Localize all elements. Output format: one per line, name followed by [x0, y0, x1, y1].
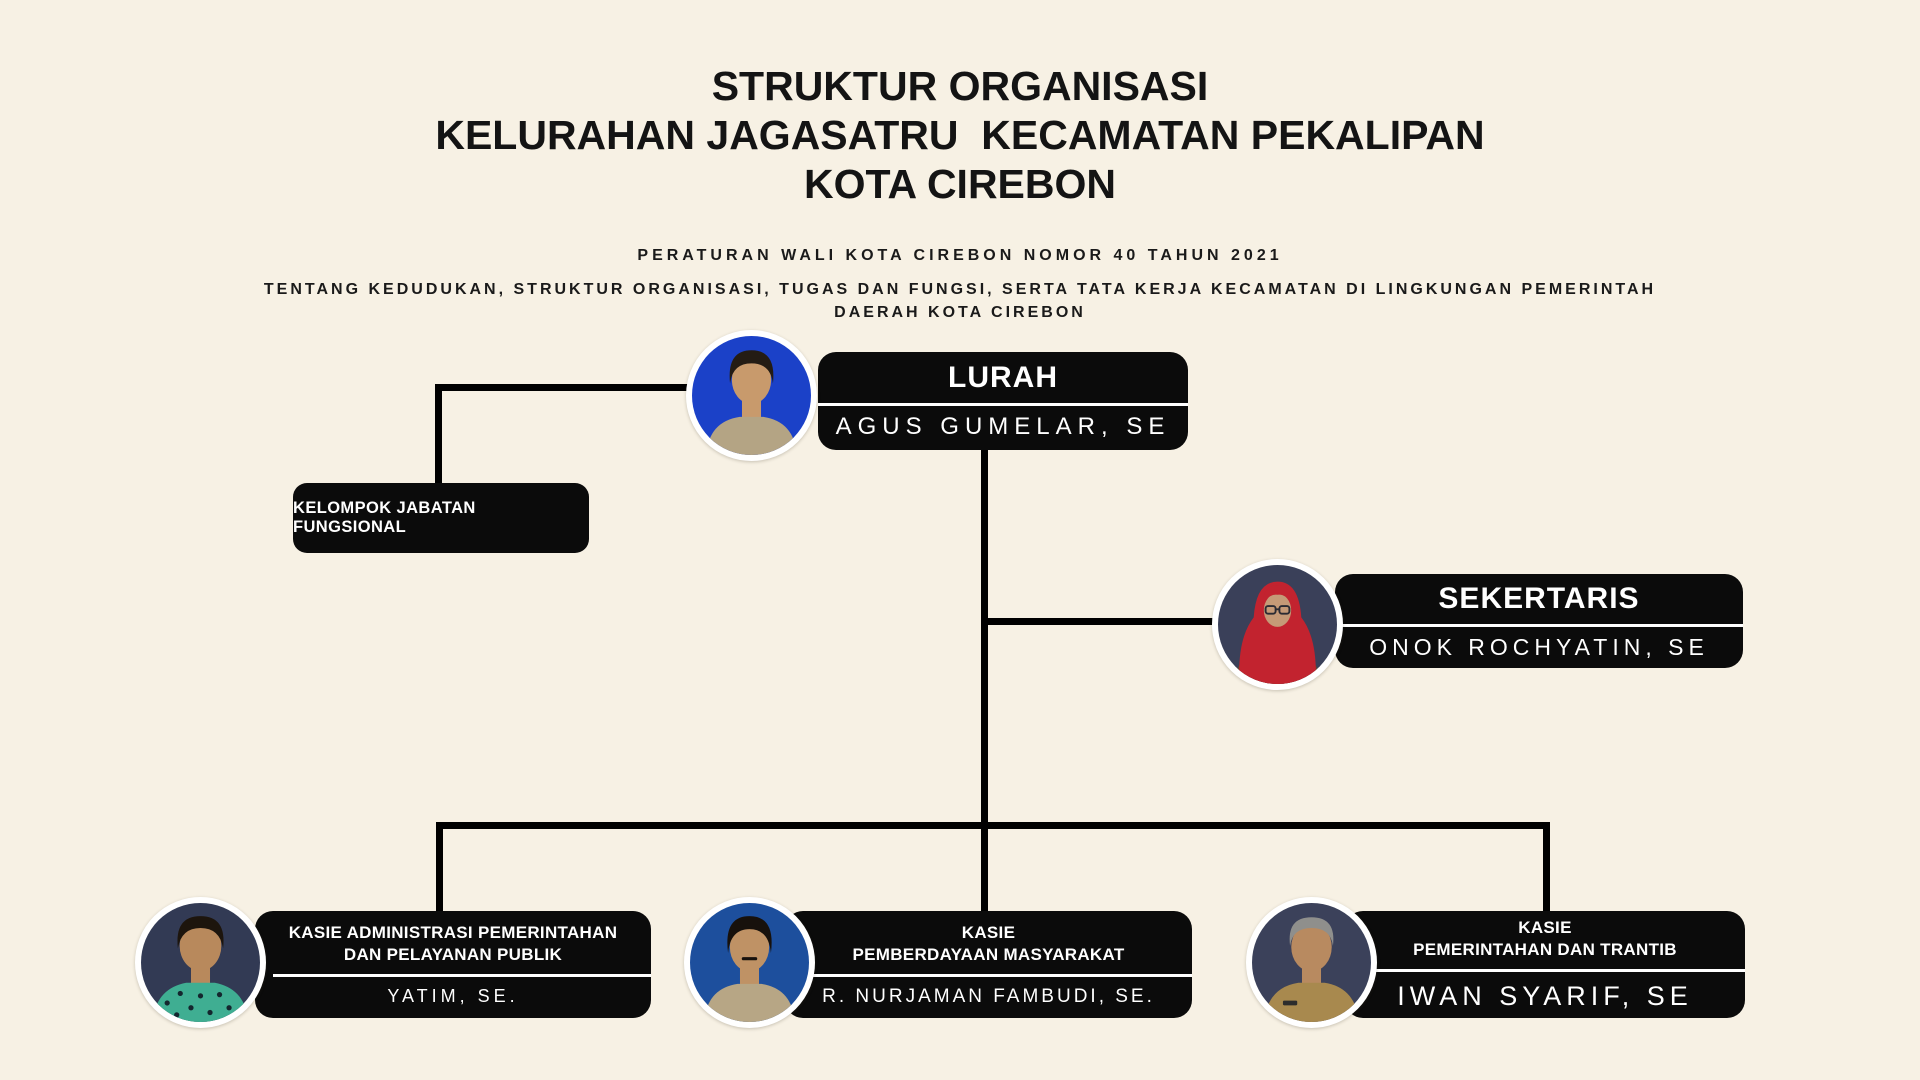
sekertaris-name: ONOK ROCHYATIN, SE [1369, 633, 1709, 660]
kasie-pm-avatar [684, 897, 815, 1028]
sekertaris-title: SEKERTARIS [1438, 581, 1640, 615]
kasie-admin-name: YATIM, SE. [387, 986, 519, 1006]
kasie-trantib-title-line1: KASIE [1518, 918, 1572, 937]
kasie-trantib-divider [1363, 969, 1745, 972]
kasie-admin-divider [273, 974, 651, 977]
person-batik-avatar-icon [141, 903, 260, 1022]
kasie-trantib-title-line2: PEMERINTAHAN DAN TRANTIB [1413, 940, 1677, 959]
kasie-pm-panel: KASIE PEMBERDAYAAN MASYARAKAT R. NURJAMA… [785, 911, 1192, 1018]
kasie-admin-panel: KASIE ADMINISTRASI PEMERINTAHAN DAN PELA… [255, 911, 651, 1018]
connector-main-trunk-vertical [981, 444, 988, 918]
lurah-divider [818, 403, 1188, 406]
kasie-trantib-avatar [1246, 897, 1377, 1028]
sekertaris-divider [1335, 623, 1743, 627]
kasie-pm-title-line1: KASIE [961, 922, 1016, 942]
kelompok-title: KELOMPOK JABATAN FUNGSIONAL [293, 499, 476, 536]
kasie-trantib-panel: KASIE PEMERINTAHAN DAN TRANTIB IWAN SYAR… [1345, 911, 1745, 1018]
person-hijab-avatar-icon [1218, 565, 1337, 684]
lurah-name: AGUS GUMELAR, SE [835, 413, 1171, 440]
connector-lurah-to-kelompok-vertical [435, 384, 442, 484]
lurah-title: LURAH [948, 361, 1058, 394]
regulation-subject-line: TENTANG KEDUDUKAN, STRUKTUR ORGANISASI, … [263, 281, 1657, 321]
kasie-admin-title-line1: KASIE ADMINISTRASI PEMERINTAHAN [288, 923, 618, 942]
connector-trunk-to-sekertaris-horizontal [984, 618, 1224, 625]
kasie-trantib-name: IWAN SYARIF, SE [1397, 981, 1693, 1011]
page-title: STRUKTUR ORGANISASI KELURAHAN JAGASATRU … [0, 62, 1920, 209]
person-mustache-avatar-icon [690, 903, 809, 1022]
sekertaris-avatar [1212, 559, 1343, 690]
connector-lurah-to-kelompok-horizontal [435, 384, 690, 391]
person-uniform-avatar-icon [1252, 903, 1371, 1022]
connector-kasie-admin-vertical [436, 822, 443, 917]
kasie-pm-name: R. NURJAMAN FAMBUDI, SE. [822, 985, 1155, 1007]
kasie-admin-avatar [135, 897, 266, 1028]
kasie-pm-divider [803, 973, 1192, 977]
lurah-panel: LURAH AGUS GUMELAR, SE [818, 352, 1188, 450]
sekertaris-panel: SEKERTARIS ONOK ROCHYATIN, SE [1335, 574, 1743, 668]
kasie-admin-title-line2: DAN PELAYANAN PUBLIK [343, 945, 563, 964]
lurah-avatar [686, 330, 817, 461]
connector-bottom-distribution-horizontal [436, 822, 1550, 829]
page-title-line1: STRUKTUR ORGANISASI [711, 63, 1209, 109]
kasie-pm-title-line2: PEMBERDAYAAN MASYARAKAT [852, 944, 1125, 964]
person-avatar-icon [692, 336, 811, 455]
page-title-line2: KELURAHAN JAGASATRU KECAMATAN PEKALIPAN [435, 112, 1485, 158]
page-title-line3: KOTA CIREBON [803, 161, 1117, 207]
connector-kasie-trantib-vertical [1543, 822, 1550, 917]
node-kelompok-jabatan-fungsional: KELOMPOK JABATAN FUNGSIONAL [293, 483, 589, 553]
regulation-number-line: PERATURAN WALI KOTA CIREBON NOMOR 40 TAH… [637, 247, 1283, 264]
